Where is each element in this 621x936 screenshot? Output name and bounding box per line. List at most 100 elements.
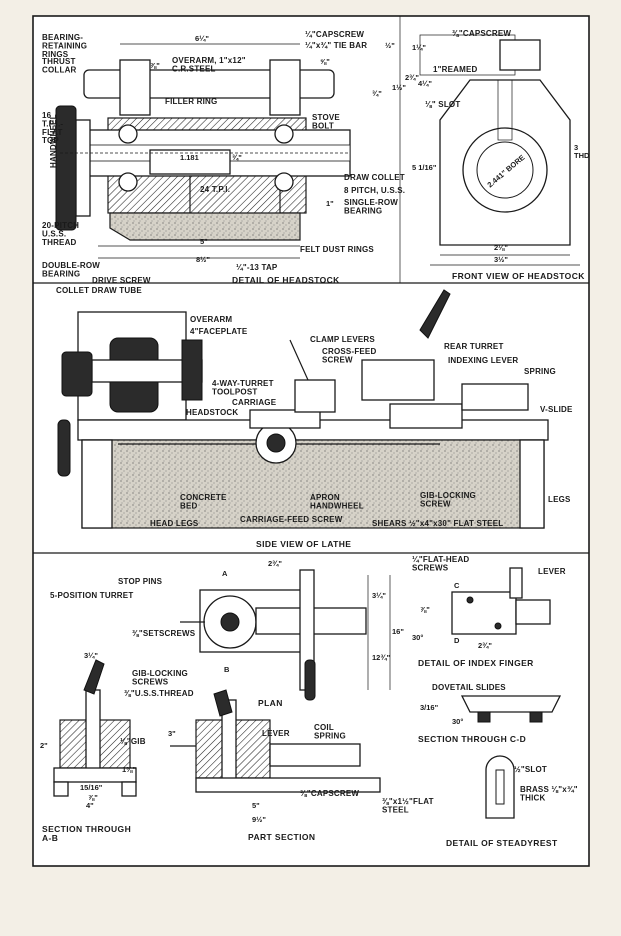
sv-rear-turret: [361, 359, 435, 401]
title-index-finger: DETAIL OF INDEX FINGER: [418, 658, 534, 668]
plan-stop-pins: STOP PINS: [118, 577, 163, 586]
title-steadyrest: DETAIL OF STEADYREST: [446, 838, 558, 848]
plan-setscrews: ⅜"SETSCREWS: [132, 629, 196, 638]
dim-78: ⅞": [150, 61, 160, 70]
plan-234: 2¾": [268, 559, 282, 568]
dim-1: 1": [326, 199, 334, 208]
ab-gib: ⅛"GIB: [120, 737, 146, 746]
label-overarm: OVERARM, 1"x12"C.R.STEEL: [172, 56, 246, 73]
fv-114: 1¼": [412, 43, 426, 52]
dim-overall: 6¼": [195, 34, 209, 43]
label-tie-bar: ¼"x¾" TIE BAR: [305, 41, 367, 50]
sv-shears: SHEARS ½"x4"x30" FLAT STEEL: [372, 519, 503, 528]
label-felt: FELT DUST RINGS: [300, 245, 374, 254]
label-pitch: 8 PITCH, U.S.S.: [344, 186, 405, 195]
fv-12: ½": [385, 41, 395, 50]
section-ab: 3¼" ⅛"GIB 2" 4" 1⅜" 15/16" ⅞" SECTION TH…: [40, 651, 146, 843]
label-draw-collet: DRAW COLLET: [344, 173, 405, 182]
fv-capscrew: ⅜"CAPSCREW: [452, 29, 511, 38]
sv-clamp-levers: CLAMP LEVERS: [310, 335, 375, 344]
ab-314: 3¼": [84, 651, 98, 660]
sv-overarm: OVERARM: [190, 315, 232, 324]
steadyrest-detail: ½"SLOT BRASS ⅛"x¾"THICK DETAIL OF STEADY…: [446, 755, 578, 848]
label-filler-ring: FILLER RING: [165, 97, 217, 106]
cd-dovetail: DOVETAIL SLIDES: [432, 683, 506, 692]
sv-concrete-bed: [81, 439, 545, 529]
plan-view: STOP PINS 5-POSITION TURRET A B 2¾" 3¼" …: [50, 559, 404, 708]
sv-head-legs: HEAD LEGS: [150, 519, 199, 528]
ps-capscrew: ⅜"CAPSCREW: [300, 789, 359, 798]
if-lever: LEVER: [538, 567, 566, 576]
ps-lever: LEVER: [262, 729, 290, 738]
sv-spring: SPRING: [524, 367, 556, 376]
dim-1181: 1.181: [180, 153, 199, 162]
ps-912: 9½": [252, 815, 266, 824]
fv-234: 2¾": [405, 73, 419, 82]
label-capscrew: ¼"CAPSCREW: [305, 30, 364, 39]
if-d: D: [454, 636, 460, 645]
label-handwheel: HANDWHEEL: [49, 114, 58, 168]
plan-uss: ⅜"U.S.S.THREAD: [124, 689, 194, 698]
fv-slot: ⅛" SLOT: [425, 100, 460, 109]
ab-2: 2": [40, 741, 48, 750]
label-24-tpi: 24 T.P.I.: [200, 185, 230, 194]
ps-5: 5": [252, 801, 260, 810]
side-view-lathe: OVERARM 4"FACEPLATE CLAMP LEVERS CROSS-F…: [57, 289, 573, 549]
label-drive-screw: DRIVE SCREW: [92, 276, 151, 285]
fv-218: 2⅛": [494, 243, 508, 252]
title-side-view: SIDE VIEW OF LATHE: [256, 539, 351, 549]
sr-brass: BRASS ⅛"x¾"THICK: [520, 785, 578, 802]
fv-516: 5 1/16": [412, 163, 437, 172]
plan-5-position: 5-POSITION TURRET: [50, 591, 133, 600]
title-part-section: PART SECTION: [248, 832, 315, 842]
sv-carriage: CARRIAGE: [232, 398, 277, 407]
sv-legs: LEGS: [548, 495, 571, 504]
title-front-view: FRONT VIEW OF HEADSTOCK: [452, 271, 585, 281]
label-collet-tube: COLLET DRAW TUBE: [56, 286, 142, 295]
sr-slot: ½"SLOT: [514, 765, 547, 774]
bearing-ring-right: [269, 59, 301, 116]
dim-812: 8½": [196, 255, 210, 264]
cd-316: 3/16": [420, 703, 439, 712]
title-headstock-detail: DETAIL OF HEADSTOCK: [232, 275, 340, 285]
dim-58: ⅝": [320, 57, 330, 66]
sv-carriage-feed: CARRIAGE-FEED SCREW: [240, 515, 343, 524]
fv-reamed: 1"REAMED: [433, 65, 478, 74]
fv-112: 1½": [392, 83, 406, 92]
sv-rear-turret-label: REAR TURRET: [444, 342, 504, 351]
headstock-base: [109, 212, 301, 241]
dim-34: ¾": [232, 153, 242, 162]
if-234: 2¾": [478, 641, 492, 650]
if-30: 30°: [412, 633, 423, 642]
section-cd: DOVETAIL SLIDES 30° 3/16" SECTION THROUG…: [418, 683, 562, 744]
ps-3: 3": [168, 729, 176, 738]
if-c: C: [454, 581, 460, 590]
fv-34: ¾": [372, 89, 382, 98]
ab-78: ⅞": [88, 793, 98, 802]
bearing-ring-left: [119, 59, 151, 116]
fv-312: 3½": [494, 255, 508, 264]
sv-headstock-label: HEADSTOCK: [186, 408, 238, 417]
title-plan: PLAN: [258, 698, 283, 708]
plan-a: A: [222, 569, 228, 578]
sv-indexing-lever: INDEXING LEVER: [448, 356, 518, 365]
